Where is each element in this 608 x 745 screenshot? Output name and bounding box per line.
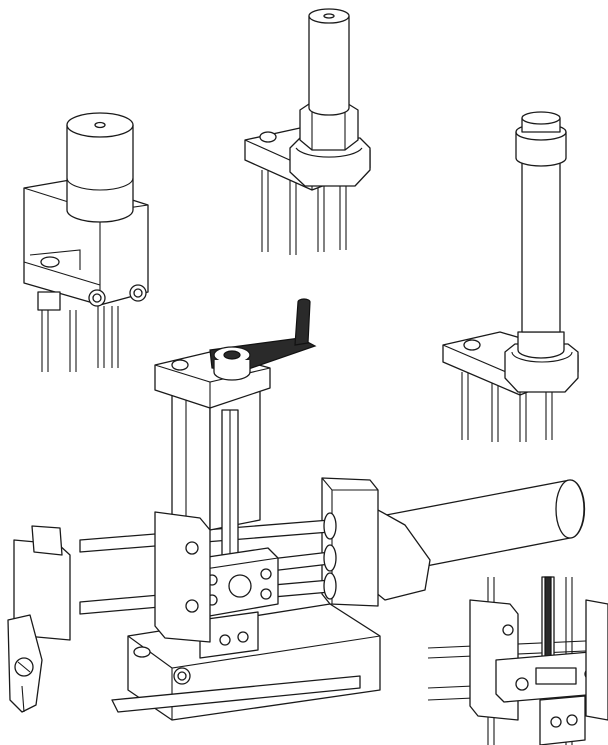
left-end-clamp — [7, 525, 71, 713]
flange-block-with-hex-cylinder-view — [244, 8, 371, 255]
square-block-with-cylinder-view — [23, 112, 149, 372]
view3-cylinder — [515, 111, 567, 359]
view2-cylinder — [308, 8, 350, 116]
view1-rods — [41, 305, 119, 372]
crank-handle — [209, 298, 317, 381]
left-side-plate — [154, 511, 211, 643]
view3-rods — [461, 372, 553, 442]
view2-rods — [261, 170, 347, 255]
detail-view-corner — [427, 576, 608, 745]
crank-handle-slide-assembly-view — [7, 298, 586, 721]
view1-cylinder — [66, 112, 134, 223]
view1-screws — [40, 256, 147, 307]
plate-with-long-cylinder-view — [442, 111, 579, 442]
right-end-plate — [321, 477, 379, 607]
